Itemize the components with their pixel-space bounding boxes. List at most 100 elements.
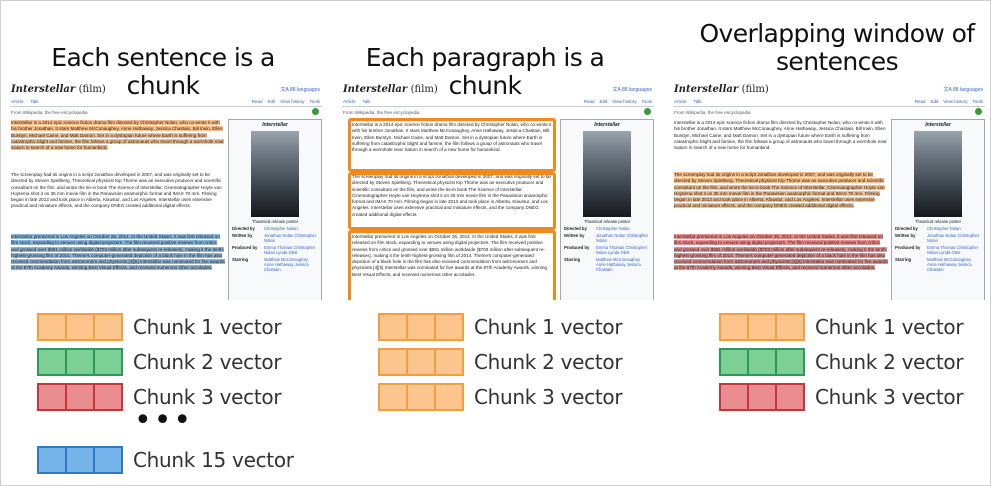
- legend-label: Chunk 3 vector: [133, 385, 282, 409]
- title-overlapping-line2: sentences: [775, 47, 899, 76]
- from-wikipedia: From Wikipedia, the free encyclopedia: [674, 110, 751, 115]
- from-wikipedia: From Wikipedia, the free encyclopedia: [343, 110, 420, 115]
- languages-link[interactable]: 文A 88 languages: [612, 87, 652, 93]
- legend-label: Chunk 2 vector: [133, 350, 282, 374]
- paragraph-1: Interstellar is a 2014 epic science fict…: [352, 122, 552, 153]
- chunk-vector-chip: [37, 348, 123, 376]
- infobox: Interstellar Theatrical release poster D…: [560, 119, 654, 300]
- tab-talk[interactable]: Talk: [362, 99, 371, 104]
- legend-item-chunk2: Chunk 2 vector: [378, 348, 623, 376]
- title-overlapping-line1: Overlapping window of: [699, 19, 975, 48]
- paragraph-1: Interstellar is a 2014 epic science fict…: [674, 120, 887, 151]
- chunk-vector-chip: [37, 313, 123, 341]
- tab-history[interactable]: View history: [280, 99, 305, 104]
- chunk-vector-chip: [378, 383, 464, 411]
- legend-item-chunk1: Chunk 1 vector: [719, 313, 964, 341]
- legend-label: Chunk 2 vector: [815, 350, 964, 374]
- tab-tools[interactable]: Tools: [309, 99, 320, 104]
- paragraph-3: Interstellar premiered in Los Angeles on…: [11, 234, 225, 272]
- tab-talk[interactable]: Talk: [693, 99, 702, 104]
- article-title: Interstellar (film): [674, 84, 769, 95]
- legend-item-chunk3: Chunk 3 vector: [37, 383, 282, 411]
- paragraph-3: Interstellar premiered in Los Angeles on…: [674, 234, 888, 272]
- divider: [342, 106, 654, 107]
- paragraph-2: The screenplay had its origins in a scri…: [352, 174, 551, 217]
- tab-talk[interactable]: Talk: [30, 99, 39, 104]
- tab-article[interactable]: Article: [11, 99, 24, 104]
- tab-read[interactable]: Read: [583, 99, 595, 104]
- languages-link[interactable]: 文A 88 languages: [280, 87, 320, 93]
- wiki-panel-paragraph: Interstellar (film) 文A 88 languages Arti…: [342, 84, 654, 300]
- tab-edit[interactable]: Edit: [599, 99, 608, 104]
- tab-article[interactable]: Article: [674, 99, 687, 104]
- legend-label: Chunk 15 vector: [133, 448, 294, 472]
- article-title: Interstellar (film): [11, 84, 106, 95]
- plus-icon: [312, 108, 319, 115]
- legend-item-chunk3: Chunk 3 vector: [719, 383, 964, 411]
- chunk-box-3: [348, 230, 556, 300]
- tab-edit[interactable]: Edit: [267, 99, 276, 104]
- legend-item-chunk1: Chunk 1 vector: [378, 313, 623, 341]
- tab-tools[interactable]: Tools: [641, 99, 652, 104]
- wiki-panel-overlapping: Interstellar (film) 文A 88 languages Arti…: [673, 84, 985, 300]
- paragraph-2: The screenplay had its origins in a scri…: [674, 172, 888, 210]
- languages-link[interactable]: 文A 88 languages: [943, 87, 983, 93]
- legend-item-chunk15: Chunk 15 vector: [37, 446, 294, 474]
- tab-history[interactable]: View history: [943, 99, 968, 104]
- divider: [10, 106, 322, 107]
- tab-history[interactable]: View history: [612, 99, 637, 104]
- paragraph-3: Interstellar premiered in Los Angeles on…: [352, 234, 547, 277]
- legend-item-chunk1: Chunk 1 vector: [37, 313, 282, 341]
- highlight-chunk15: Interstellar premiered in Los Angeles on…: [11, 234, 225, 271]
- legend-label: Chunk 2 vector: [474, 350, 623, 374]
- chunk-box-1: [348, 118, 556, 172]
- chunk-vector-chip: [719, 313, 805, 341]
- article-tabs: Article Talk: [674, 99, 709, 104]
- view-tabs: Read Edit View history Tools: [247, 99, 320, 104]
- chunk-vector-chip: [378, 348, 464, 376]
- chunk-vector-chip: [719, 348, 805, 376]
- paragraph-2: The screenplay had its origins in a scri…: [11, 172, 222, 209]
- poster-image: [583, 131, 631, 217]
- poster-image: [914, 131, 962, 217]
- infobox: Interstellar Theatrical release poster D…: [891, 119, 985, 300]
- poster-caption: Theatrical release poster: [914, 219, 962, 224]
- legend-item-chunk2: Chunk 2 vector: [37, 348, 282, 376]
- view-tabs: Read Edit View history Tools: [579, 99, 652, 104]
- legend-label: Chunk 1 vector: [133, 315, 282, 339]
- highlight-chunk1: Interstellar is a 2014 epic science fict…: [11, 120, 224, 151]
- chunk-box-2: [348, 172, 556, 230]
- divider: [673, 106, 985, 107]
- paragraph-1: Interstellar is a 2014 epic science fict…: [11, 120, 225, 151]
- tab-read[interactable]: Read: [914, 99, 926, 104]
- article-tabs: Article Talk: [11, 99, 46, 104]
- tab-read[interactable]: Read: [251, 99, 263, 104]
- plus-icon: [975, 108, 982, 115]
- highlight-window1: The screenplay had its origins in a scri…: [674, 172, 885, 209]
- chunk-vector-chip: [719, 383, 805, 411]
- article-title: Interstellar (film): [343, 84, 438, 95]
- poster-caption: Theatrical release poster: [583, 219, 631, 224]
- tab-tools[interactable]: Tools: [972, 99, 983, 104]
- article-tabs: Article Talk: [343, 99, 378, 104]
- title-paragraph-chunk: Each paragraph is a chunk: [365, 43, 605, 100]
- poster-image: [251, 131, 299, 217]
- title-overlapping-window: Overlapping window of sentences: [690, 20, 984, 76]
- wiki-panel-sentence: Interstellar (film) 文A 88 languages Arti…: [10, 84, 322, 300]
- tab-article[interactable]: Article: [343, 99, 356, 104]
- highlight-window3: Interstellar premiered in Los Angeles on…: [674, 234, 888, 271]
- tab-edit[interactable]: Edit: [930, 99, 939, 104]
- plus-icon: [644, 108, 651, 115]
